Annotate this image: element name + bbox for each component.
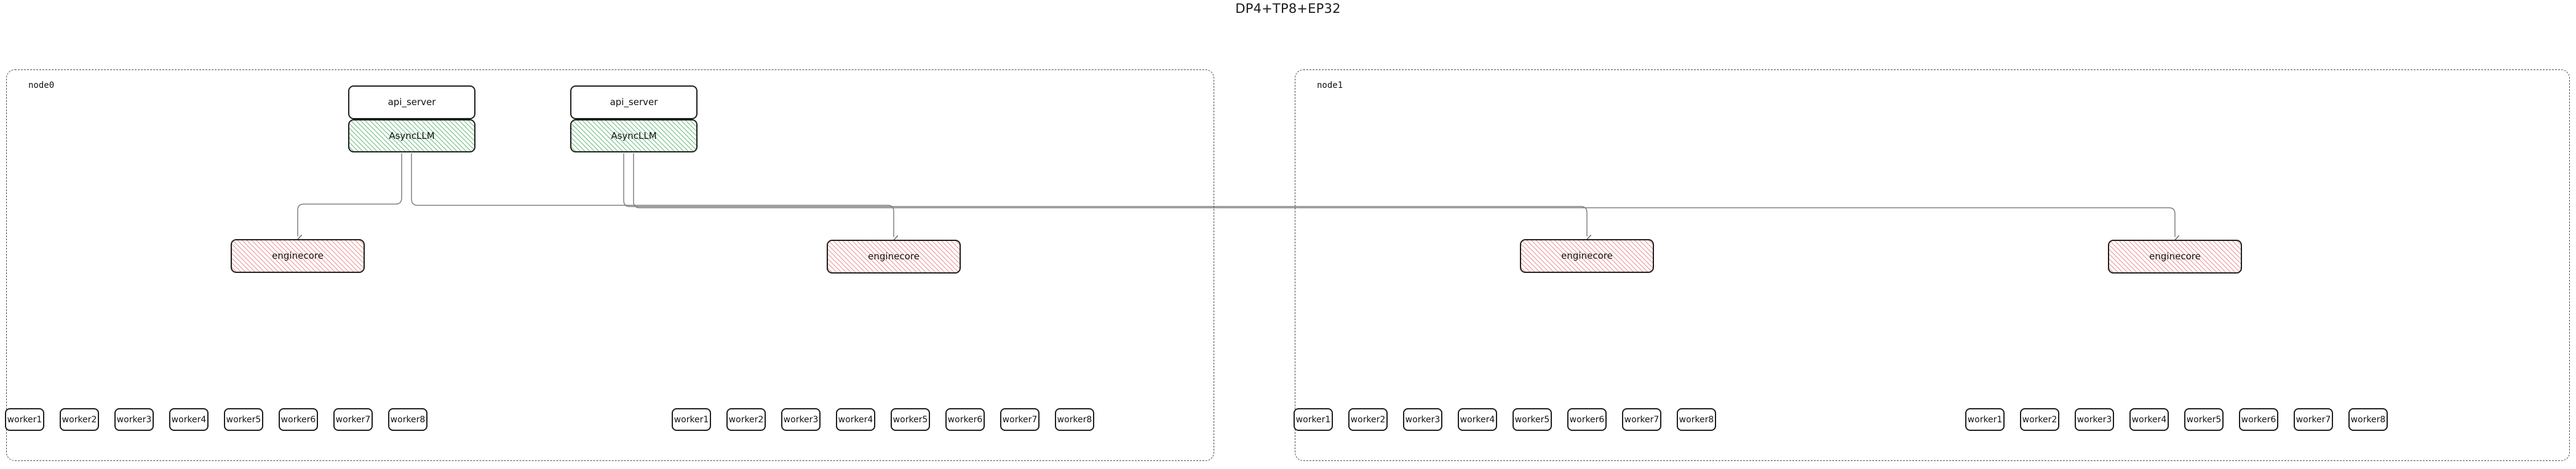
enginecore-box-label: enginecore — [2149, 251, 2201, 262]
worker-box-label: worker7 — [2296, 414, 2331, 425]
api-server-box[interactable]: api_server — [348, 85, 475, 119]
worker-box-label: worker4 — [838, 414, 873, 425]
worker-box[interactable]: worker5 — [224, 408, 263, 431]
worker-box-label: worker3 — [1405, 414, 1441, 425]
worker-box-label: worker7 — [335, 414, 371, 425]
worker-box[interactable]: worker1 — [672, 408, 711, 431]
worker-box-label: worker2 — [728, 414, 764, 425]
worker-box[interactable]: worker4 — [836, 408, 875, 431]
worker-box[interactable]: worker5 — [891, 408, 930, 431]
worker-box-label: worker8 — [1057, 414, 1092, 425]
worker-box[interactable]: worker7 — [2294, 408, 2333, 431]
worker-box-label: worker1 — [1295, 414, 1331, 425]
worker-box[interactable]: worker6 — [2239, 408, 2278, 431]
node-label-node1: node1 — [1317, 81, 1343, 90]
worker-box[interactable]: worker3 — [781, 408, 821, 431]
worker-box-label: worker2 — [2022, 414, 2057, 425]
worker-box-label: worker5 — [2186, 414, 2222, 425]
page-title: DP4+TP8+EP32 — [1235, 1, 1341, 16]
worker-box[interactable]: worker5 — [2184, 408, 2224, 431]
worker-box-label: worker4 — [2131, 414, 2167, 425]
worker-box-label: worker1 — [674, 414, 709, 425]
worker-box[interactable]: worker2 — [2020, 408, 2059, 431]
worker-box-label: worker5 — [226, 414, 261, 425]
worker-box[interactable]: worker6 — [945, 408, 985, 431]
worker-box-label: worker3 — [2077, 414, 2112, 425]
worker-box-label: worker8 — [390, 414, 426, 425]
asyncllm-box[interactable]: AsyncLLM — [348, 119, 475, 152]
worker-box-label: worker3 — [116, 414, 152, 425]
worker-box[interactable]: worker6 — [279, 408, 318, 431]
worker-box[interactable]: worker4 — [2129, 408, 2169, 431]
enginecore-box[interactable]: enginecore — [231, 239, 365, 273]
enginecore-box[interactable]: enginecore — [2108, 240, 2242, 274]
worker-box[interactable]: worker7 — [1622, 408, 1661, 431]
worker-box[interactable]: worker3 — [1403, 408, 1442, 431]
worker-box-label: worker7 — [1624, 414, 1660, 425]
worker-box-label: worker5 — [892, 414, 928, 425]
worker-box-label: worker6 — [280, 414, 316, 425]
worker-box[interactable]: worker2 — [726, 408, 766, 431]
worker-box[interactable]: worker4 — [1458, 408, 1497, 431]
worker-box-label: worker4 — [171, 414, 207, 425]
worker-box[interactable]: worker2 — [60, 408, 99, 431]
asyncllm-box-label: AsyncLLM — [389, 130, 435, 141]
worker-box-label: worker1 — [7, 414, 42, 425]
api-server-box-label: api_server — [610, 97, 658, 108]
enginecore-box[interactable]: enginecore — [827, 240, 961, 274]
worker-box[interactable]: worker7 — [1000, 408, 1040, 431]
enginecore-box[interactable]: enginecore — [1520, 239, 1654, 273]
worker-box[interactable]: worker7 — [333, 408, 373, 431]
node-frame-node1 — [1295, 69, 2570, 461]
worker-box[interactable]: worker5 — [1513, 408, 1552, 431]
worker-box[interactable]: worker8 — [2348, 408, 2388, 431]
worker-box[interactable]: worker3 — [2075, 408, 2114, 431]
enginecore-box-label: enginecore — [1561, 250, 1613, 261]
worker-box[interactable]: worker3 — [114, 408, 154, 431]
worker-box-label: worker3 — [783, 414, 819, 425]
worker-box[interactable]: worker1 — [5, 408, 44, 431]
node-frame-node0 — [6, 69, 1214, 461]
asyncllm-box-label: AsyncLLM — [611, 130, 657, 141]
worker-box-label: worker1 — [1967, 414, 2003, 425]
worker-box[interactable]: worker2 — [1348, 408, 1388, 431]
worker-box[interactable]: worker1 — [1965, 408, 2005, 431]
worker-box-label: worker6 — [2241, 414, 2276, 425]
worker-box-label: worker4 — [1460, 414, 1495, 425]
worker-box-label: worker5 — [1514, 414, 1550, 425]
worker-box[interactable]: worker8 — [388, 408, 427, 431]
enginecore-box-label: enginecore — [868, 251, 920, 262]
worker-box-label: worker6 — [947, 414, 983, 425]
worker-box-label: worker8 — [2350, 414, 2386, 425]
enginecore-box-label: enginecore — [272, 250, 324, 261]
api-server-box[interactable]: api_server — [570, 85, 698, 119]
worker-box-label: worker6 — [1569, 414, 1605, 425]
worker-box[interactable]: worker4 — [169, 408, 209, 431]
worker-box[interactable]: worker6 — [1567, 408, 1607, 431]
asyncllm-box[interactable]: AsyncLLM — [570, 119, 698, 152]
worker-box-label: worker7 — [1002, 414, 1038, 425]
worker-box[interactable]: worker1 — [1294, 408, 1333, 431]
worker-box[interactable]: worker8 — [1677, 408, 1716, 431]
worker-box[interactable]: worker8 — [1055, 408, 1094, 431]
worker-box-label: worker8 — [1679, 414, 1714, 425]
worker-box-label: worker2 — [62, 414, 97, 425]
api-server-box-label: api_server — [388, 97, 436, 108]
node-label-node0: node0 — [28, 81, 55, 90]
worker-box-label: worker2 — [1350, 414, 1386, 425]
